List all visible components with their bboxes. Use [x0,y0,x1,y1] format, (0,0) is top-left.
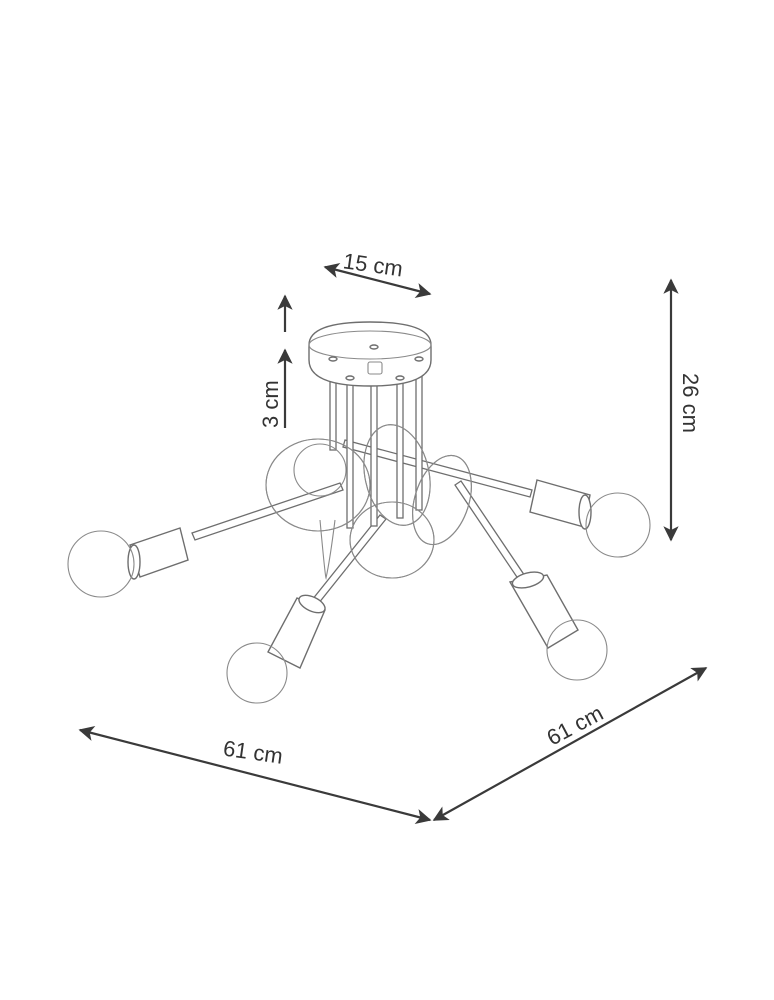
arm-bottom-right [454,480,608,681]
socket-bottom-right-rim [511,571,545,589]
dimension-canopy-diameter: 15 cm [323,248,432,299]
canopy-diameter-label: 15 cm [342,248,405,281]
bulb-right-icon [585,492,651,558]
width-right-arrow-line [432,667,708,821]
arm-bottom-left [226,514,387,704]
canopy-diameter-arrow-line [323,262,432,299]
canopy [308,321,432,387]
bulb-bottom-left-icon [226,642,288,704]
total-height-label: 26 cm [678,373,703,433]
dimension-canopy-height: 3 cm [258,294,293,428]
lamp-drawing [67,321,651,704]
dimension-width-left: 61 cm [78,725,432,825]
width-left-label: 61 cm [222,736,285,769]
bulb-bottom-right-icon [546,619,608,681]
arm-left [67,482,344,598]
canopy-height-label: 3 cm [258,380,283,428]
bulb-left-icon [67,530,135,598]
dimension-total-height: 26 cm [663,278,703,542]
width-left-arrow-line [78,725,432,825]
tube-loops [265,424,472,581]
width-right-label: 61 cm [543,700,608,750]
socket-bottom-left-rim [298,594,326,614]
socket-right-rim [578,494,592,530]
arm-top [293,443,347,497]
dimension-width-right: 61 cm [432,667,708,821]
bulb-top-icon [293,443,347,497]
